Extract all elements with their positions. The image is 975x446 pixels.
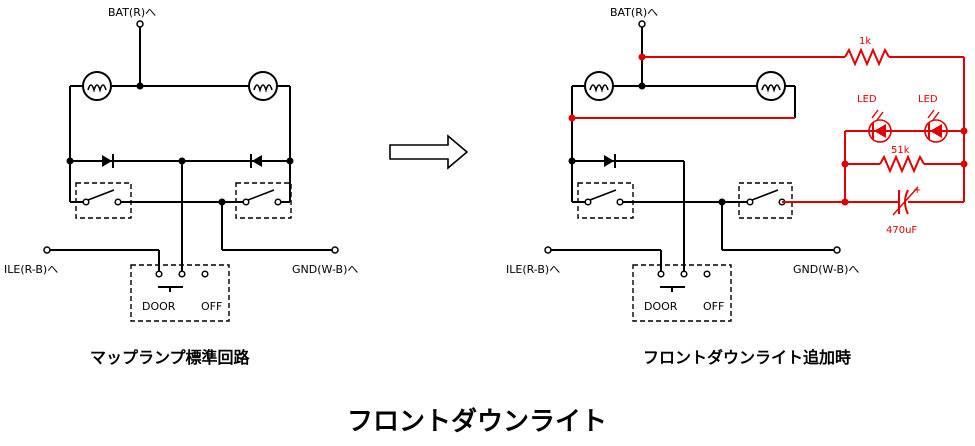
bat-label: BAT(R)へ [108,6,156,19]
resistor-51k-label: 51k [891,145,910,156]
door-switch-right [235,182,292,219]
caption-left: マップランプ標準回路 [90,348,251,367]
led-1 [874,124,886,138]
main-switch-2 [632,264,732,322]
capacitor-label: 470uF [886,225,917,236]
capacitor-plus: + [913,185,921,196]
bat-terminal [136,20,144,28]
main-switch [130,264,230,322]
gnd-terminal [331,246,339,254]
diode-left-2 [604,155,614,167]
ile-label: ILE(R-B)へ [4,263,58,276]
map-lamp-left-2 [584,71,614,101]
led-1-label: LED [857,94,877,105]
map-lamp-right [248,71,278,101]
door-switch-left [75,182,132,219]
diode-right [252,155,262,167]
off-label: OFF [201,300,222,313]
gnd-label: GND(W-B)へ [292,263,358,276]
resistor-51k [879,154,925,174]
right-circuit: BAT(R)へ GND(W-B)へ [506,6,968,322]
diode-left [102,155,112,167]
bat-label-right: BAT(R)へ [610,6,658,19]
main-title: フロントダウンライト [347,406,607,437]
resistor-1k-label: 1k [859,36,871,47]
door-label-right: DOOR [644,300,678,313]
map-lamp-left [82,71,112,101]
door-switch-right-2 [738,182,793,219]
resistor-1k [844,47,890,67]
door-label: DOOR [142,300,176,313]
led-2-label: LED [918,94,938,105]
arrow-icon [389,134,469,170]
ile-terminal [43,246,51,254]
left-circuit: BAT(R)へ [4,6,358,322]
added-downlight-circuit: 1k LED LED 51k [568,36,968,236]
door-switch-left-2 [577,182,634,219]
gnd-label-right: GND(W-B)へ [793,263,859,276]
map-lamp-right-2 [756,71,786,101]
caption-right: フロントダウンライト追加時 [643,348,851,367]
off-label-right: OFF [703,300,724,313]
ile-label-right: ILE(R-B)へ [506,263,560,276]
led-2 [930,124,942,138]
